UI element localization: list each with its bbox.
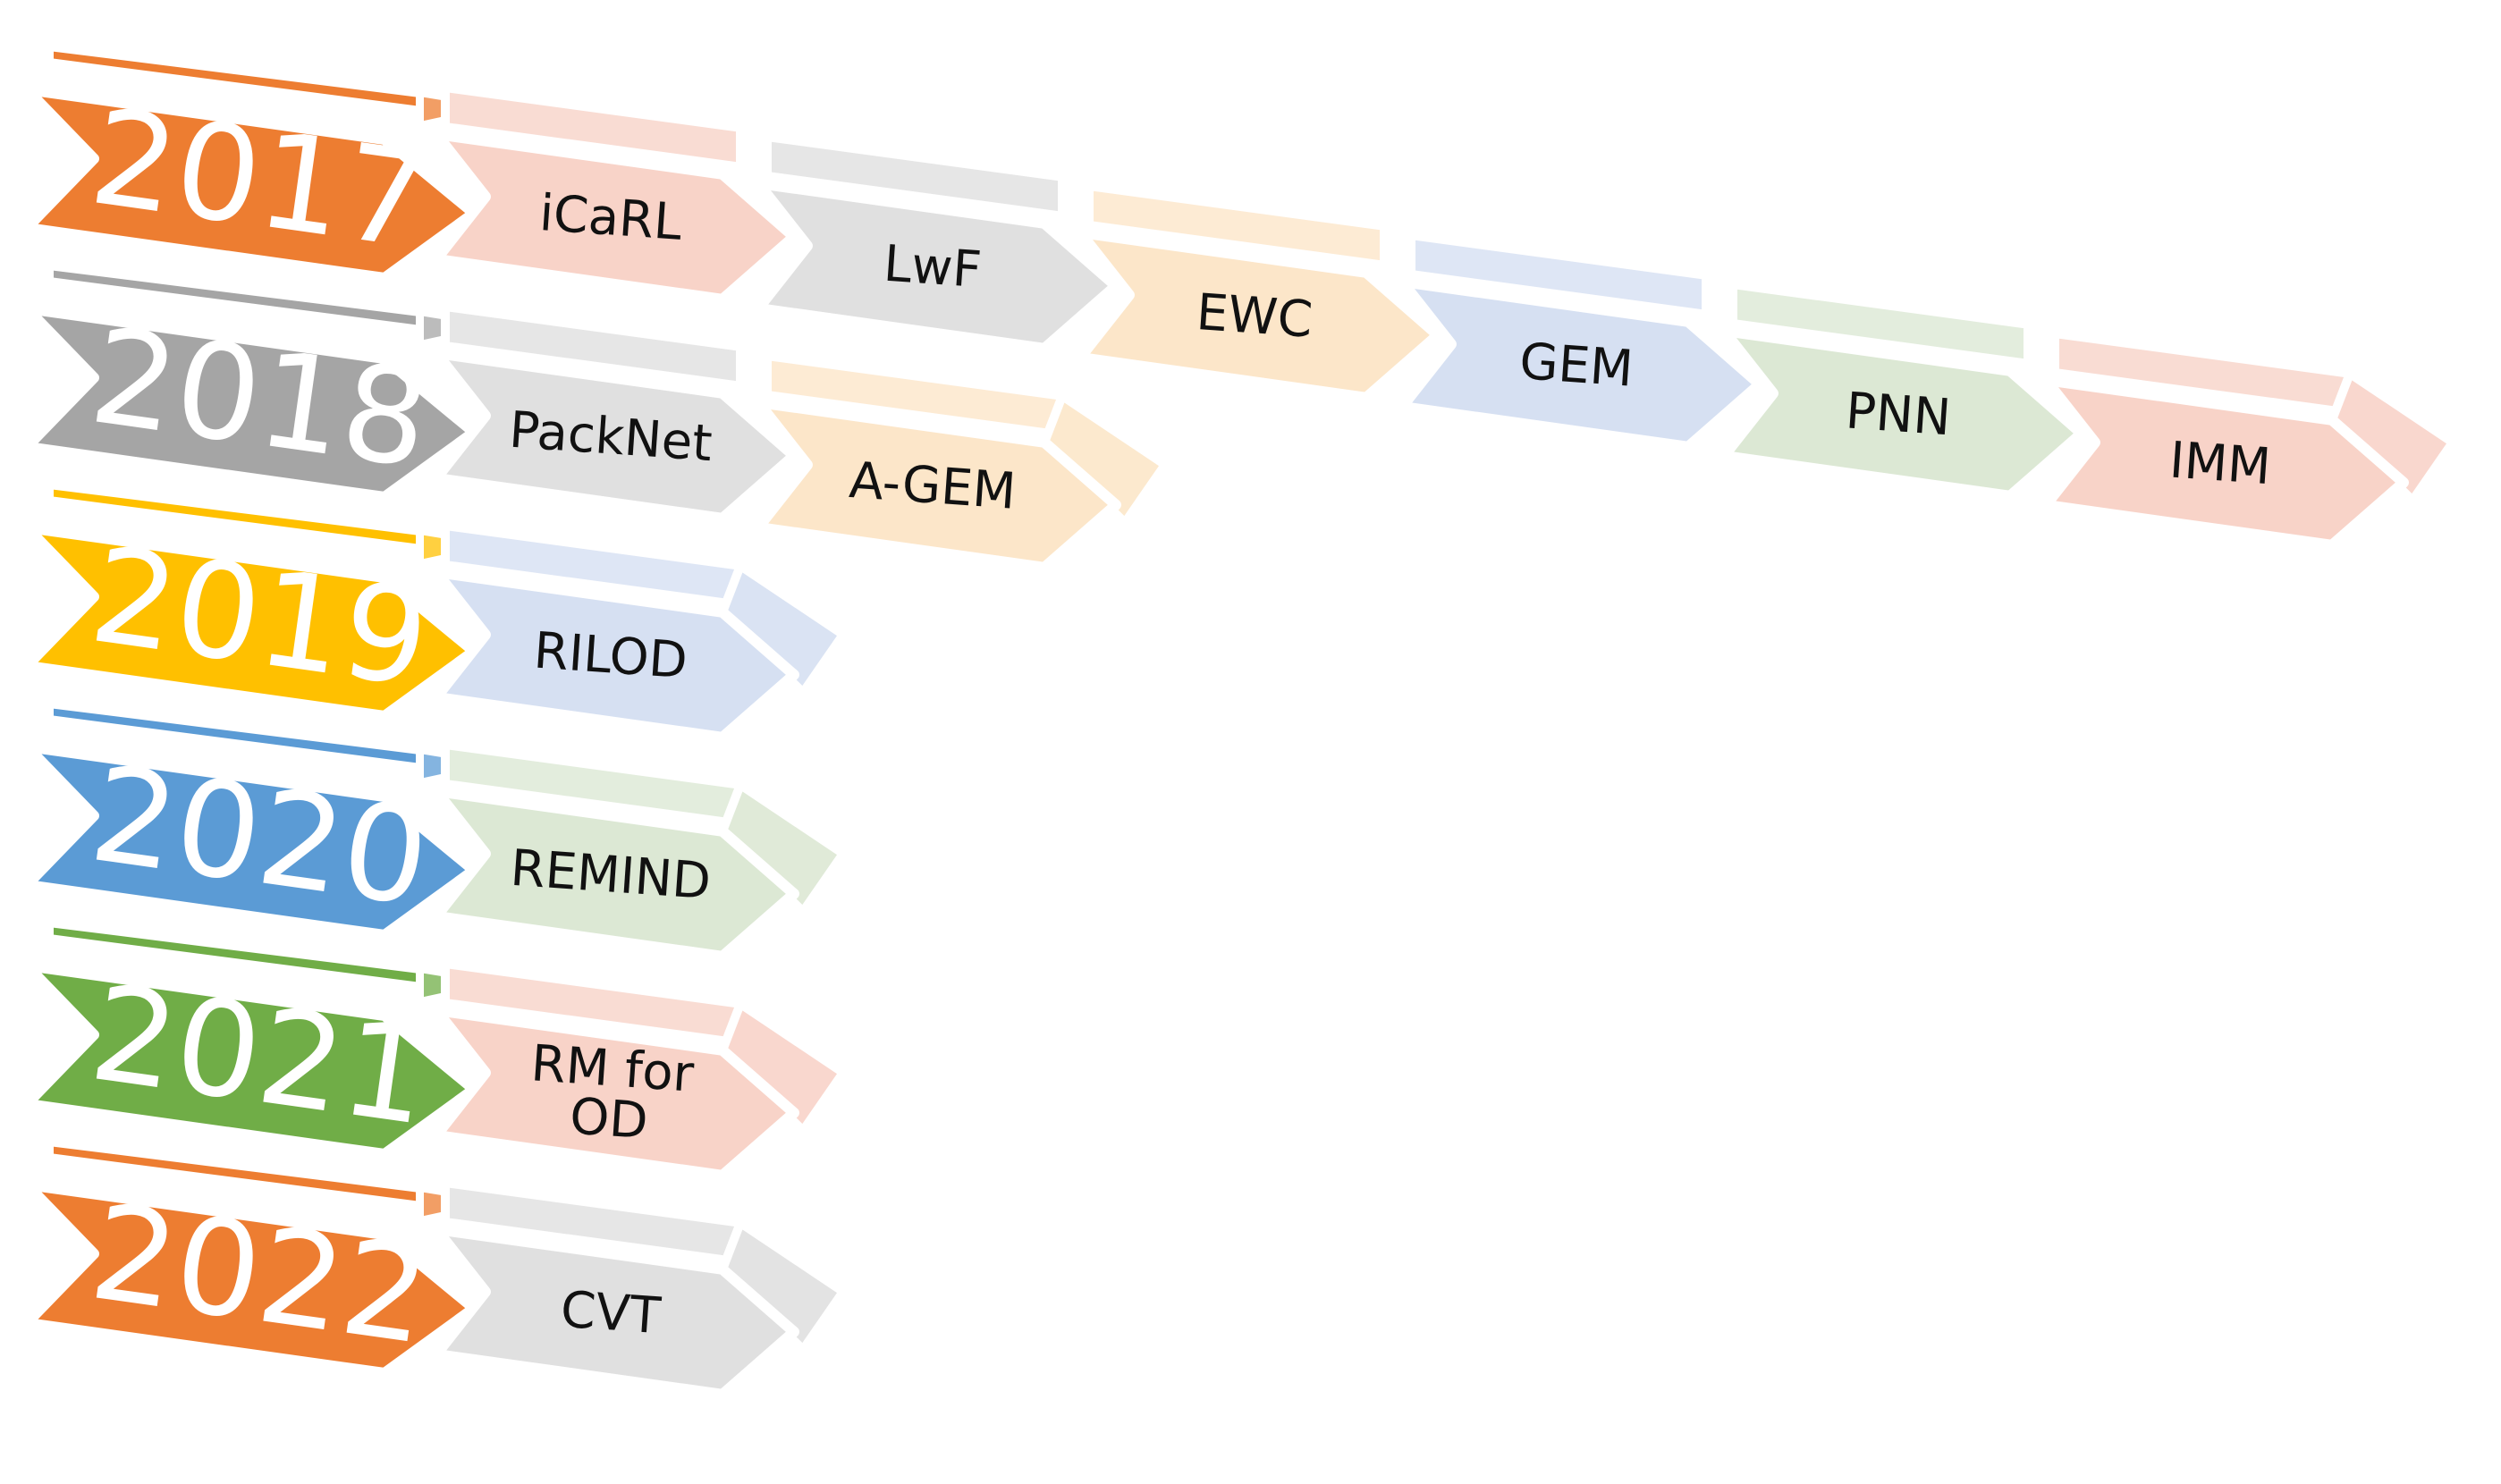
method-chevron-icarl: iCaRL xyxy=(431,83,799,305)
method-chevron-side xyxy=(718,1218,848,1354)
method-chevron-lwf: LwF xyxy=(753,132,1121,354)
year-chevron-face xyxy=(21,960,479,1159)
method-chevron-edge xyxy=(1728,280,2032,368)
year-chevron-face xyxy=(21,741,479,940)
year-chevron-face xyxy=(21,303,479,502)
method-chevron-face xyxy=(431,129,799,305)
method-chevron-side xyxy=(2328,368,2457,505)
year-chevron-face xyxy=(21,522,479,721)
method-label-line: CVT xyxy=(559,1281,663,1346)
method-chevron-face xyxy=(431,1005,799,1181)
method-chevron-edge xyxy=(1407,231,1711,319)
method-chevron-edge xyxy=(441,302,745,391)
method-chevron-packnet: PackNet xyxy=(431,302,799,524)
year-chevron-2022: 2022 xyxy=(21,1137,482,1379)
year-chevron-face xyxy=(21,84,479,283)
method-chevron-face xyxy=(2041,375,2409,551)
method-label-line: iCaRL xyxy=(537,184,683,252)
year-chevron-2020: 2020 xyxy=(21,699,482,940)
method-label: EWC xyxy=(1195,283,1314,350)
method-chevron-remind: REMIND xyxy=(431,740,848,962)
method-chevron-a-gem: A-GEM xyxy=(753,351,1170,573)
method-chevron-face xyxy=(431,1224,799,1400)
method-label-line: PackNet xyxy=(507,401,714,474)
method-chevron-rm-for-od: RM forOD xyxy=(431,959,848,1181)
method-label-line: EWC xyxy=(1195,283,1314,350)
method-label-line: A-GEM xyxy=(848,451,1018,521)
method-chevron-cvt: CVT xyxy=(431,1178,848,1400)
method-label: A-GEM xyxy=(848,451,1018,521)
year-chevron-2017: 2017 xyxy=(21,42,482,283)
method-chevron-ewc: EWC xyxy=(1075,181,1443,403)
method-label-line: IMM xyxy=(2167,432,2272,497)
method-label: CVT xyxy=(559,1281,663,1346)
method-label: GEM xyxy=(1517,333,1635,399)
method-label-line: GEM xyxy=(1517,333,1635,399)
method-chevron-face xyxy=(1075,227,1443,403)
method-chevron-face xyxy=(753,397,1121,573)
method-chevron-gem: GEM xyxy=(1397,231,1765,452)
method-chevron-face xyxy=(753,178,1121,354)
method-label-line: RILOD xyxy=(532,622,689,691)
method-chevron-rilod: RILOD xyxy=(431,521,848,743)
year-chevron-2019: 2019 xyxy=(21,480,482,721)
method-label: iCaRL xyxy=(537,184,683,252)
year-chevron-face xyxy=(21,1179,479,1379)
method-label: LwF xyxy=(882,235,983,299)
method-chevron-face xyxy=(1397,276,1765,452)
method-chevron-edge xyxy=(1085,181,1389,270)
method-chevron-side xyxy=(718,999,848,1135)
method-label: RILOD xyxy=(532,622,689,691)
year-chevron-2021: 2021 xyxy=(21,918,482,1159)
method-label-line: OD xyxy=(568,1087,650,1151)
method-chevron-side xyxy=(718,561,848,697)
method-chevron-face xyxy=(1719,325,2087,502)
method-chevron-edge xyxy=(763,132,1067,221)
method-label-line: PNN xyxy=(1844,382,1953,447)
method-label: RM forOD xyxy=(526,1034,697,1153)
method-chevron-face xyxy=(431,786,799,962)
method-chevron-edge xyxy=(441,83,745,172)
method-label-line: RM for xyxy=(529,1034,697,1104)
method-chevron-face xyxy=(431,567,799,743)
method-chevron-side xyxy=(718,780,848,916)
method-chevron-pnn: PNN xyxy=(1719,280,2087,502)
method-chevron-face xyxy=(431,348,799,524)
method-label: PNN xyxy=(1844,382,1953,447)
method-chevron-side xyxy=(1040,391,1170,527)
method-label-line: REMIND xyxy=(509,839,713,911)
method-label: PackNet xyxy=(507,401,714,474)
year-chevron-2018: 2018 xyxy=(21,261,482,502)
method-label-line: LwF xyxy=(882,235,983,299)
method-label: IMM xyxy=(2167,432,2272,497)
method-chevron-imm: IMM xyxy=(2041,329,2457,551)
method-label: REMIND xyxy=(509,839,713,911)
